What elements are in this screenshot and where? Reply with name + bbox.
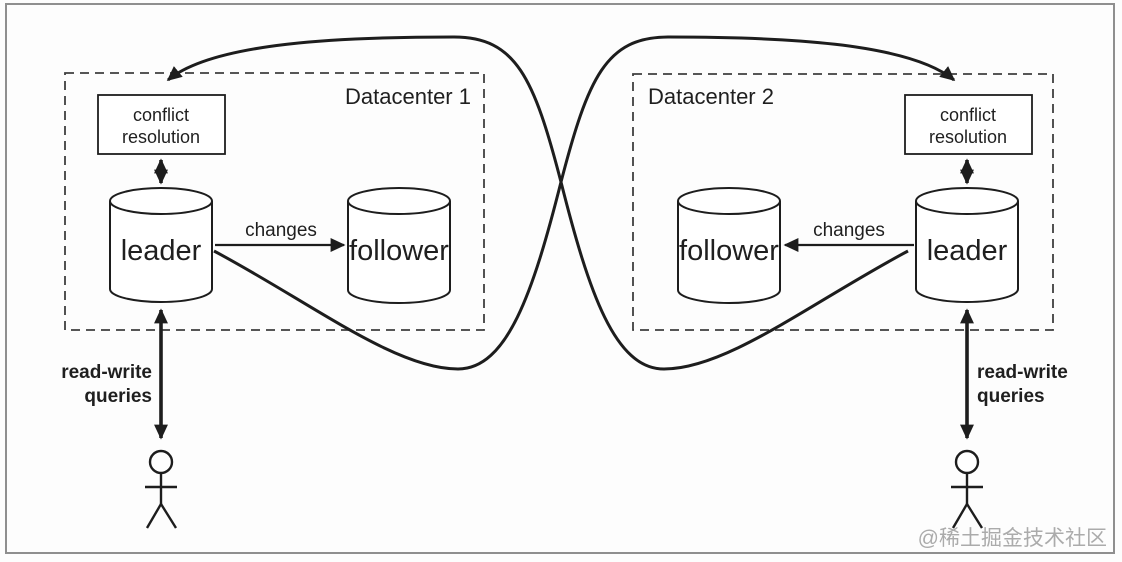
- replication-curve-leader1-to-dc2: [213, 35, 956, 371]
- leader1-label: leader: [121, 235, 202, 267]
- follower1-label: follower: [349, 235, 449, 267]
- replication-curve-leader2-to-dc1: [166, 35, 909, 371]
- datacenter1-label: Datacenter 1: [345, 84, 471, 109]
- datacenter2-boundary: [632, 73, 1054, 331]
- conflict-resolution-label-dc2-line1: conflict: [940, 105, 996, 125]
- leader2-database: [915, 187, 1019, 303]
- conflict-resolution-label-dc1-line2: resolution: [122, 127, 200, 147]
- read-write-queries-label-dc1-line2: queries: [84, 386, 152, 407]
- conflict-resolution-label-dc1-line1: conflict: [133, 105, 189, 125]
- conflict-resolution-label-dc2-line2: resolution: [929, 127, 1007, 147]
- read-write-queries-label-dc2-line1: read-write: [977, 362, 1068, 383]
- datacenter1-boundary: [64, 72, 485, 331]
- client-stick-figure-2: [951, 449, 984, 529]
- client-stick-figure-1: [145, 449, 178, 529]
- conflict-resolution-box-dc2: [904, 94, 1033, 155]
- conflict-resolution-box-dc1: [97, 94, 226, 155]
- leader2-label: leader: [927, 235, 1008, 267]
- changes-label-dc1: changes: [245, 220, 317, 241]
- changes-label-dc2: changes: [813, 220, 885, 241]
- leader1-database: [109, 187, 213, 303]
- follower2-label: follower: [679, 235, 779, 267]
- follower1-database: [347, 187, 451, 304]
- image-frame: [5, 3, 1115, 554]
- read-write-queries-label-dc1-line1: read-write: [61, 362, 152, 383]
- datacenter2-label: Datacenter 2: [648, 84, 774, 109]
- read-write-queries-label-dc2-line2: queries: [977, 386, 1045, 407]
- watermark-text: @稀土掘金技术社区: [918, 527, 1107, 550]
- follower2-database: [677, 187, 781, 304]
